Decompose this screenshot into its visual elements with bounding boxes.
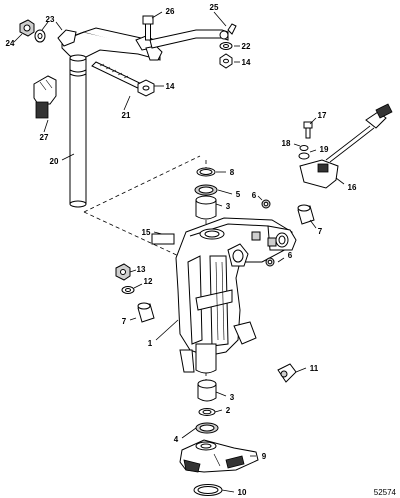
o-ring-8 — [196, 167, 216, 177]
callout-1: 1 — [148, 339, 153, 348]
callout-8: 8 — [230, 168, 235, 177]
seal-5 — [194, 184, 218, 196]
callout-27: 27 — [40, 133, 49, 142]
callouts: 23 24 26 25 22 14 14 21 27 20 17 18 19 1… — [6, 3, 357, 497]
screw-17 — [303, 121, 313, 139]
leader-lines — [13, 11, 345, 493]
bushing-3-lower — [197, 379, 217, 402]
washer-22 — [219, 42, 233, 50]
callout-25: 25 — [210, 3, 219, 12]
callout-13: 13 — [137, 265, 146, 274]
decal-15 — [151, 233, 175, 245]
o-ring-10 — [193, 484, 223, 496]
callout-6-lower: 6 — [288, 251, 293, 260]
washer-19 — [298, 152, 310, 160]
callout-26: 26 — [166, 7, 175, 16]
fitting-11 — [277, 363, 297, 383]
bushing-3-upper — [195, 195, 217, 220]
callout-11: 11 — [310, 364, 319, 373]
callout-2: 2 — [226, 406, 231, 415]
callout-24: 24 — [6, 39, 15, 48]
callout-20: 20 — [50, 157, 59, 166]
lower-yoke-9 — [179, 439, 259, 473]
callout-5: 5 — [236, 190, 241, 199]
swivel-bracket-1 — [175, 217, 297, 374]
callout-19: 19 — [320, 145, 329, 154]
callout-7-left: 7 — [122, 317, 127, 326]
seal-4 — [195, 422, 219, 434]
clip-27 — [33, 75, 57, 119]
drawing-number: 52574 — [374, 488, 397, 497]
callout-4: 4 — [174, 435, 179, 444]
steering-arm-assembly — [57, 27, 163, 208]
callout-17: 17 — [318, 111, 327, 120]
screw-6-upper — [261, 199, 271, 209]
callout-10: 10 — [238, 488, 247, 497]
callout-3-lower: 3 — [230, 393, 235, 402]
link-rod — [149, 23, 237, 49]
bolt-26 — [142, 15, 154, 41]
screw-13 — [115, 263, 131, 281]
callout-12: 12 — [144, 277, 153, 286]
callout-15: 15 — [142, 228, 151, 237]
bushing-7-right — [297, 204, 315, 225]
trim-sender-16 — [299, 103, 393, 189]
nut-24 — [19, 19, 35, 37]
callout-9: 9 — [262, 452, 267, 461]
washer-18 — [299, 145, 309, 151]
callout-23: 23 — [46, 15, 55, 24]
washer-23 — [34, 29, 46, 43]
callout-18: 18 — [282, 139, 291, 148]
callout-14-right: 14 — [242, 58, 251, 67]
washer-2 — [198, 408, 216, 416]
callout-3-upper: 3 — [226, 202, 231, 211]
nut-14-right — [219, 53, 233, 69]
callout-7-right: 7 — [318, 227, 323, 236]
callout-14-left: 14 — [166, 82, 175, 91]
screw-6-lower — [265, 257, 275, 267]
nut-14-left — [137, 79, 155, 97]
callout-21: 21 — [122, 111, 131, 120]
callout-16: 16 — [348, 183, 357, 192]
callout-22: 22 — [242, 42, 251, 51]
washer-12 — [121, 286, 135, 294]
bushing-7-left — [137, 302, 155, 323]
callout-6-upper: 6 — [252, 191, 257, 200]
